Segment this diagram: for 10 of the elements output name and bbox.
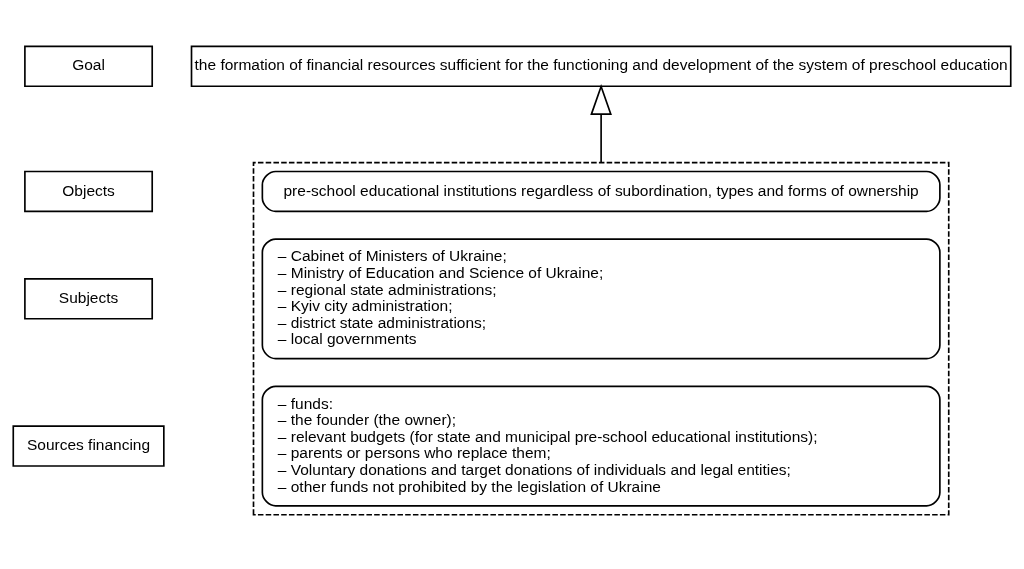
node-box: Subjects bbox=[24, 277, 154, 320]
arrow bbox=[590, 83, 612, 163]
node-box: pre-school educational institutions regardless of subordination, types and forms of ownership bbox=[261, 170, 941, 212]
node-box: Goal bbox=[24, 45, 154, 87]
node-box: – funds: – the founder (the owner); – relevant budgets (for state and municipal pre-school educational institutions); – parents or persons who replace them; – Voluntary donations and target donations of individuals and legal entities; – other funds not prohibited by the legislation of Ukraine bbox=[261, 384, 941, 507]
node-box: – Cabinet of Ministers of Ukraine; – Ministry of Education and Science of Ukraine; – regional state administrations; – Kyiv city administration; – district state administrations; – local governments bbox=[261, 237, 941, 359]
node-box: Sources financing bbox=[12, 424, 165, 467]
node-box: Objects bbox=[24, 170, 154, 212]
cluster bbox=[252, 161, 950, 516]
node-box: the formation of financial resources sufficient for the functioning and development of the system of preschool education bbox=[190, 45, 1012, 87]
